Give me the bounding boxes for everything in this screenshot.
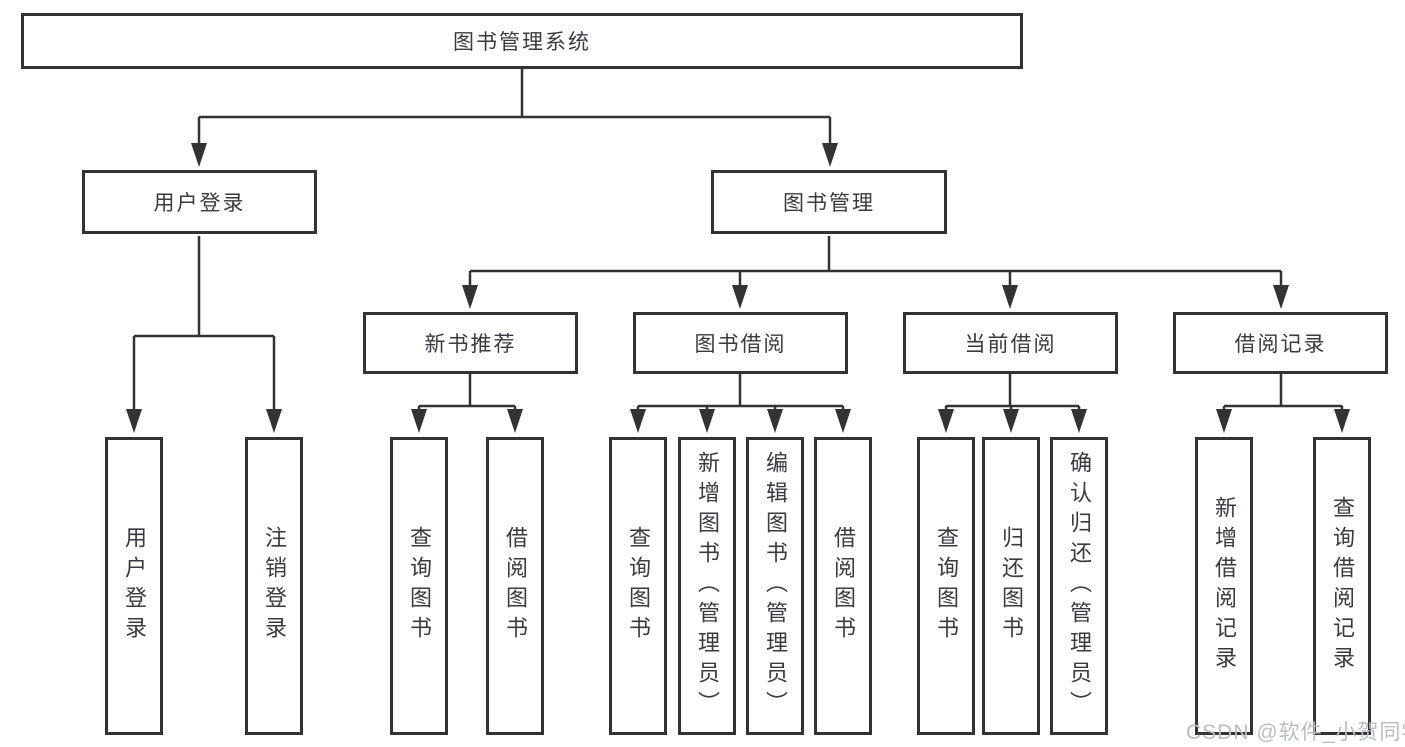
csdn-watermark: CSDN @软件_小贺同学 xyxy=(1186,721,1405,744)
leaf-query-books-recommend-label: 查询图书 xyxy=(407,526,432,646)
arrow-down-icon xyxy=(462,285,478,309)
node-user-login: 用户登录 xyxy=(82,170,317,234)
node-current-borrow: 当前借阅 xyxy=(903,312,1118,374)
node-book-borrow-label: 图书借阅 xyxy=(694,333,787,356)
leaf-borrow-books-recommend-label: 借阅图书 xyxy=(503,526,528,646)
arrow-down-icon xyxy=(266,409,282,433)
leaf-query-borrow-record-label: 查询借阅记录 xyxy=(1330,496,1355,676)
node-borrow-records-label: 借阅记录 xyxy=(1234,333,1327,356)
leaf-borrow-books: 借阅图书 xyxy=(814,437,872,735)
leaf-add-borrow-record: 新增借阅记录 xyxy=(1195,437,1253,735)
leaf-add-books-admin: 新增图书（管理员） xyxy=(678,437,736,735)
leaf-user-login: 用户登录 xyxy=(105,437,163,735)
arrow-down-icon xyxy=(822,143,838,167)
node-book-management: 图书管理 xyxy=(711,170,947,234)
arrow-down-icon xyxy=(411,409,427,433)
leaf-confirm-return-admin: 确认归还（管理员） xyxy=(1050,437,1108,735)
arrow-down-icon xyxy=(1334,409,1350,433)
leaf-query-books-recommend: 查询图书 xyxy=(390,437,448,735)
leaf-return-books-label: 归还图书 xyxy=(999,526,1024,646)
node-root: 图书管理系统 xyxy=(21,13,1023,69)
leaf-borrow-books-recommend: 借阅图书 xyxy=(486,437,544,735)
node-book-borrow: 图书借阅 xyxy=(633,312,848,374)
arrow-down-icon xyxy=(507,409,523,433)
leaf-edit-books-admin-label: 编辑图书（管理员） xyxy=(763,451,788,721)
leaf-query-books-current: 查询图书 xyxy=(917,437,975,735)
arrow-down-icon xyxy=(1216,409,1232,433)
leaf-add-borrow-record-label: 新增借阅记录 xyxy=(1212,496,1237,676)
node-root-label: 图书管理系统 xyxy=(453,31,591,54)
leaf-logout-label: 注销登录 xyxy=(262,526,287,646)
arrow-down-icon xyxy=(835,409,851,433)
arrow-down-icon xyxy=(126,409,142,433)
arrow-down-icon xyxy=(767,409,783,433)
leaf-confirm-return-admin-label: 确认归还（管理员） xyxy=(1067,451,1092,721)
arrow-down-icon xyxy=(191,143,207,167)
leaf-query-books-borrow-label: 查询图书 xyxy=(626,526,651,646)
leaf-query-borrow-record: 查询借阅记录 xyxy=(1313,437,1371,735)
arrow-down-icon xyxy=(938,409,954,433)
arrow-down-icon xyxy=(1003,409,1019,433)
node-current-borrow-label: 当前借阅 xyxy=(964,333,1057,356)
leaf-logout: 注销登录 xyxy=(245,437,303,735)
arrow-down-icon xyxy=(1071,409,1087,433)
node-book-management-label: 图书管理 xyxy=(783,192,875,215)
arrow-down-icon xyxy=(1273,285,1289,309)
node-new-book-recommend: 新书推荐 xyxy=(363,312,578,374)
leaf-add-books-admin-label: 新增图书（管理员） xyxy=(695,451,720,721)
arrow-down-icon xyxy=(1002,285,1018,309)
leaf-query-books-borrow: 查询图书 xyxy=(609,437,667,735)
leaf-return-books: 归还图书 xyxy=(982,437,1040,735)
leaf-edit-books-admin: 编辑图书（管理员） xyxy=(746,437,804,735)
leaf-user-login-label: 用户登录 xyxy=(122,526,147,646)
node-borrow-records: 借阅记录 xyxy=(1173,312,1388,374)
leaf-borrow-books-label: 借阅图书 xyxy=(831,526,856,646)
leaf-query-books-current-label: 查询图书 xyxy=(934,526,959,646)
arrow-down-icon xyxy=(630,409,646,433)
arrow-down-icon xyxy=(699,409,715,433)
arrow-down-icon xyxy=(732,285,748,309)
node-user-login-label: 用户登录 xyxy=(153,192,246,215)
node-new-book-recommend-label: 新书推荐 xyxy=(424,333,517,356)
